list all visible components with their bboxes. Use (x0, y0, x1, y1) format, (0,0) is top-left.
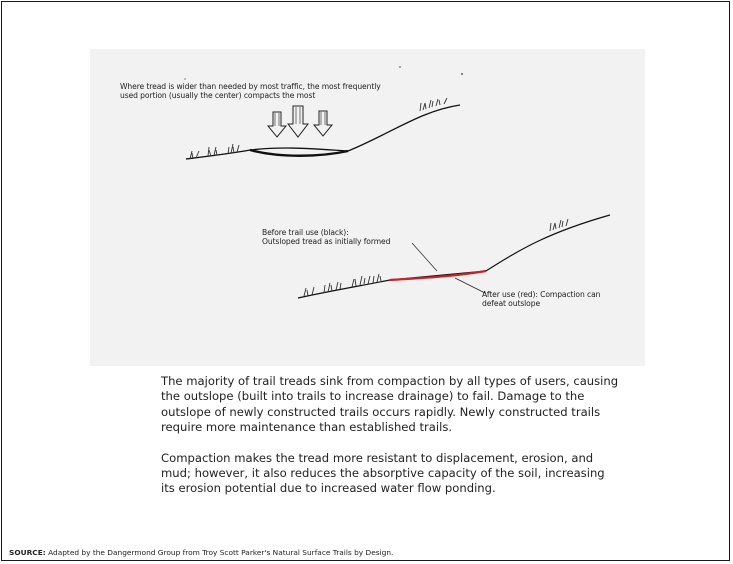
grass-tufts-top-left (189, 143, 240, 160)
bottom-ground-right (485, 214, 611, 272)
compaction-arrows (266, 105, 334, 138)
specks (184, 66, 463, 80)
source-citation: SOURCE: Adapted by the Dangermond Group … (9, 548, 393, 557)
after-label-leader (454, 277, 486, 294)
top-ground-profile (185, 104, 461, 160)
source-text: Adapted by the Dangermond Group from Tro… (45, 548, 394, 557)
grass-tufts-bottom-right (549, 218, 569, 232)
before-label-leader (411, 242, 438, 272)
before-label-line2: Outsloped tread as initially formed (262, 237, 391, 246)
after-label-line1: After use (red): Compaction can (482, 290, 601, 299)
source-label: SOURCE: (9, 548, 46, 557)
before-label-line1: Before trail use (black): (262, 228, 349, 237)
outslope-tread-after-red (389, 269, 487, 282)
paragraph-resistance-absorption: Compaction makes the tread more resistan… (161, 450, 605, 496)
grass-tufts-top-right (419, 97, 448, 112)
grass-tufts-bottom-left (303, 273, 382, 297)
top-compacted-tread (249, 148, 349, 157)
body-text: The majority of trail treads sink from c… (161, 374, 621, 512)
top-caption-line1: Where tread is wider than needed by most… (120, 82, 381, 91)
after-label-line2: defeat outslope (482, 299, 540, 308)
trail-compaction-figure: Where tread is wider than needed by most… (90, 49, 645, 366)
bottom-ground-left (297, 279, 391, 299)
paragraph-compaction-outslope: The majority of trail treads sink from c… (161, 374, 619, 435)
figure-drawing: Where tread is wider than needed by most… (120, 66, 611, 308)
top-caption-line2: used portion (usually the center) compac… (120, 91, 315, 100)
